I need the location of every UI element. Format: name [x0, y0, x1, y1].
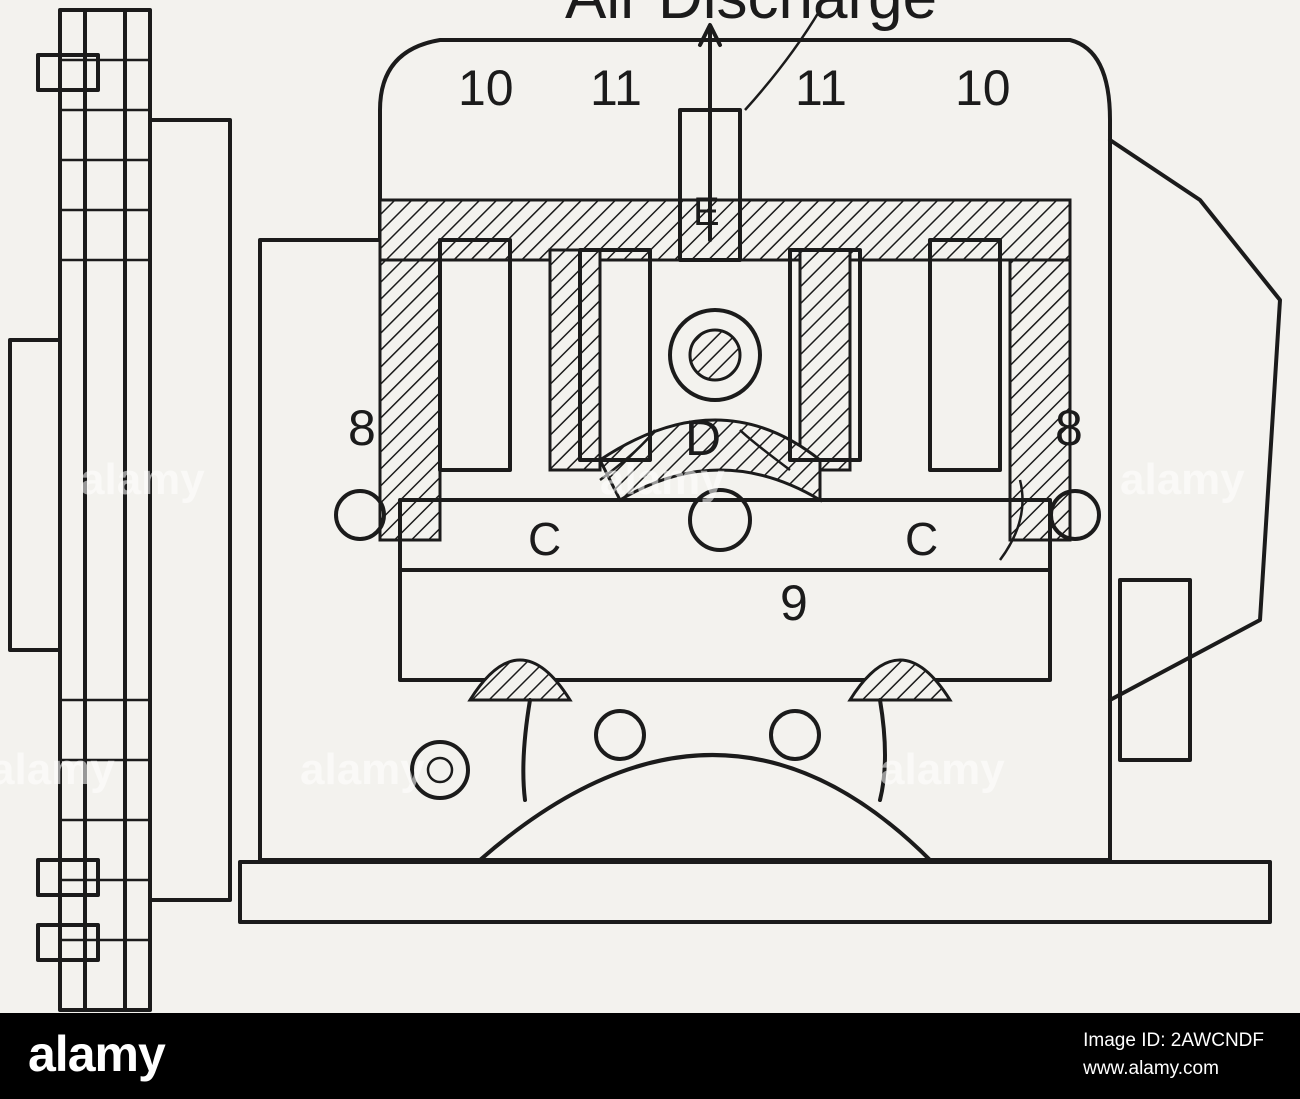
caption-air-discharge: Air Discharge — [565, 0, 937, 32]
label-11-right: 11 — [795, 60, 847, 116]
watermark: alamy — [600, 455, 725, 504]
label-10-right: 10 — [955, 60, 1011, 116]
label-8-left: 8 — [348, 400, 376, 456]
cylinder-block — [334, 108, 1101, 802]
flow-arrows — [599, 9, 1024, 561]
label-c-left: C — [528, 513, 561, 565]
label-10-left: 10 — [458, 60, 514, 116]
watermark: alamy — [880, 745, 1005, 794]
flywheel — [8, 8, 232, 1012]
compressor-housing — [238, 38, 1282, 924]
watermark: alamy — [0, 745, 115, 794]
label-8-right: 8 — [1055, 400, 1083, 456]
label-11-left: 11 — [590, 60, 642, 116]
brand-logo[interactable]: alamy — [28, 1026, 166, 1082]
compressor-diagram: Air Discharge 10 11 11 10 E D C C 8 8 9 … — [0, 0, 1300, 1013]
watermark: alamy — [300, 745, 425, 794]
label-c-right: C — [905, 513, 938, 565]
diagram-drawing: Air Discharge 10 11 11 10 E D C C 8 8 9 — [8, 0, 1282, 1012]
image-id: Image ID: 2AWCNDF — [1083, 1030, 1264, 1051]
label-d: D — [685, 410, 721, 466]
image-meta: Image ID: 2AWCNDF www.alamy.com — [1083, 1027, 1264, 1083]
watermark: alamy — [1120, 455, 1245, 504]
label-9: 9 — [780, 575, 808, 631]
site-link[interactable]: www.alamy.com — [1083, 1058, 1219, 1079]
label-e: E — [693, 190, 720, 234]
watermark: alamy — [80, 455, 205, 504]
footer-bar: alamy Image ID: 2AWCNDF www.alamy.com — [0, 1013, 1300, 1099]
